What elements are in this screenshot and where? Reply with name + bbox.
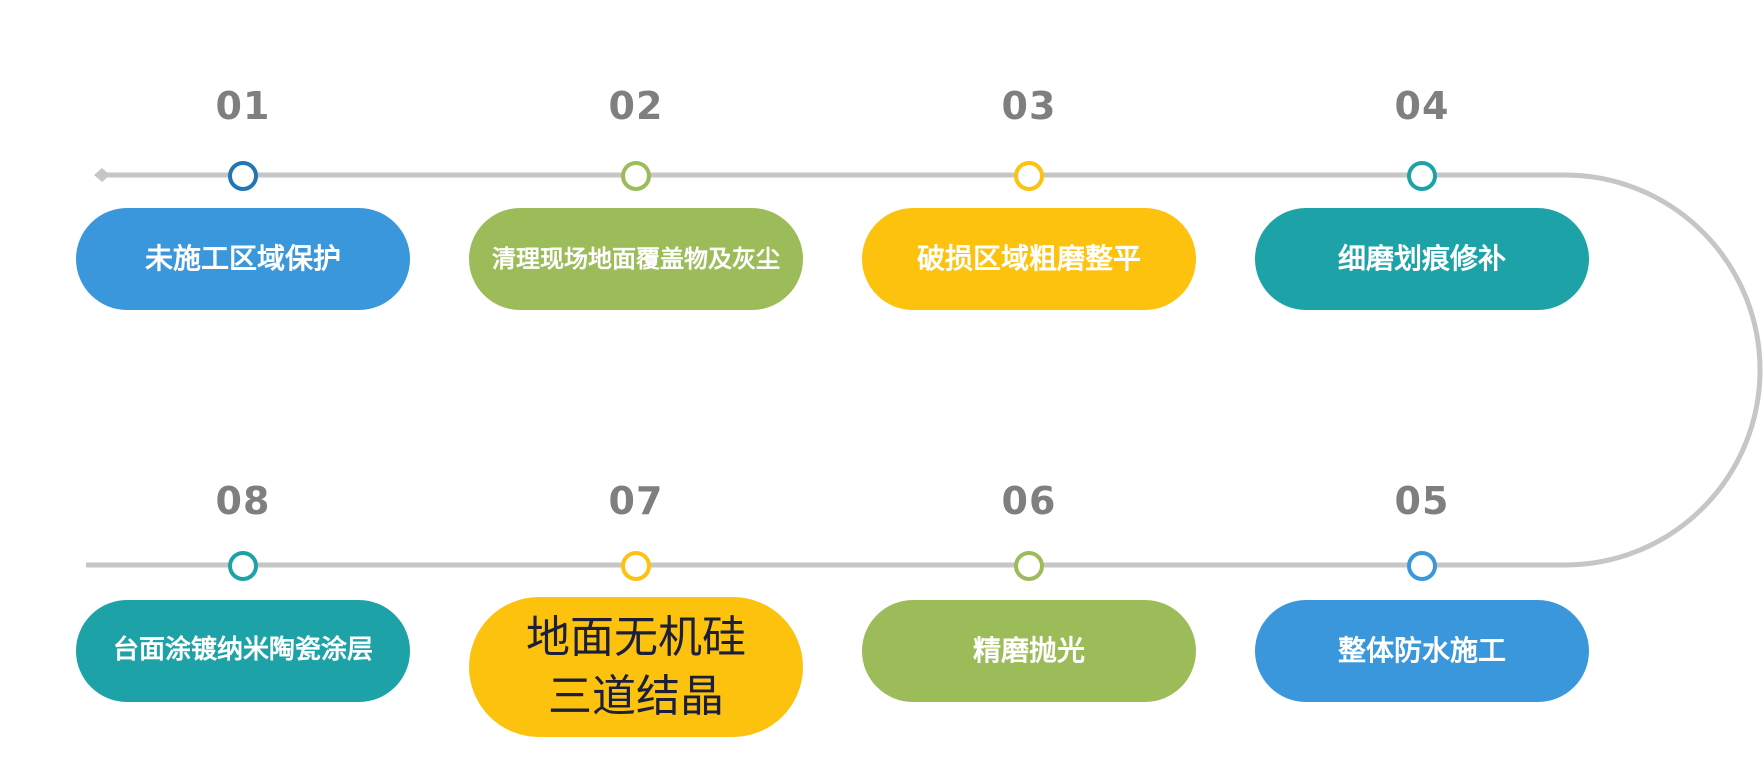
step-number-01: 01 <box>215 84 271 128</box>
step-node-03 <box>1014 161 1044 191</box>
step-node-01 <box>228 161 258 191</box>
step-card-03: 破损区域粗磨整平 <box>862 208 1196 310</box>
step-card-04: 细磨划痕修补 <box>1255 208 1589 310</box>
step-node-06 <box>1014 551 1044 581</box>
step-card-02: 清理现场地面覆盖物及灰尘 <box>469 208 803 310</box>
step-card-05: 整体防水施工 <box>1255 600 1589 702</box>
track-path <box>86 172 1763 568</box>
step-label-01: 未施工区域保护 <box>144 241 341 275</box>
step-node-04 <box>1407 161 1437 191</box>
step-node-07 <box>621 551 651 581</box>
step-card-01: 未施工区域保护 <box>76 208 410 310</box>
step-number-03: 03 <box>1001 84 1057 128</box>
step-label-05: 整体防水施工 <box>1337 633 1506 667</box>
step-node-05 <box>1407 551 1437 581</box>
step-label-06: 精磨抛光 <box>972 633 1085 667</box>
step-label-04: 细磨划痕修补 <box>1337 241 1506 275</box>
step-node-08 <box>228 551 258 581</box>
step-number-07: 07 <box>608 479 664 523</box>
step-label-07: 地面无机硅三道结晶 <box>526 611 746 722</box>
step-node-02 <box>621 161 651 191</box>
step-number-02: 02 <box>608 84 664 128</box>
step-number-05: 05 <box>1394 479 1450 523</box>
step-number-04: 04 <box>1394 84 1450 128</box>
step-number-08: 08 <box>215 479 271 523</box>
step-label-08: 台面涂镀纳米陶瓷涂层 <box>112 635 373 666</box>
step-label-03: 破损区域粗磨整平 <box>916 241 1141 275</box>
step-number-06: 06 <box>1001 479 1057 523</box>
step-label-02: 清理现场地面覆盖物及灰尘 <box>492 243 780 273</box>
step-card-08: 台面涂镀纳米陶瓷涂层 <box>76 600 410 702</box>
step-card-06: 精磨抛光 <box>862 600 1196 702</box>
step-card-07: 地面无机硅三道结晶 <box>469 597 803 737</box>
